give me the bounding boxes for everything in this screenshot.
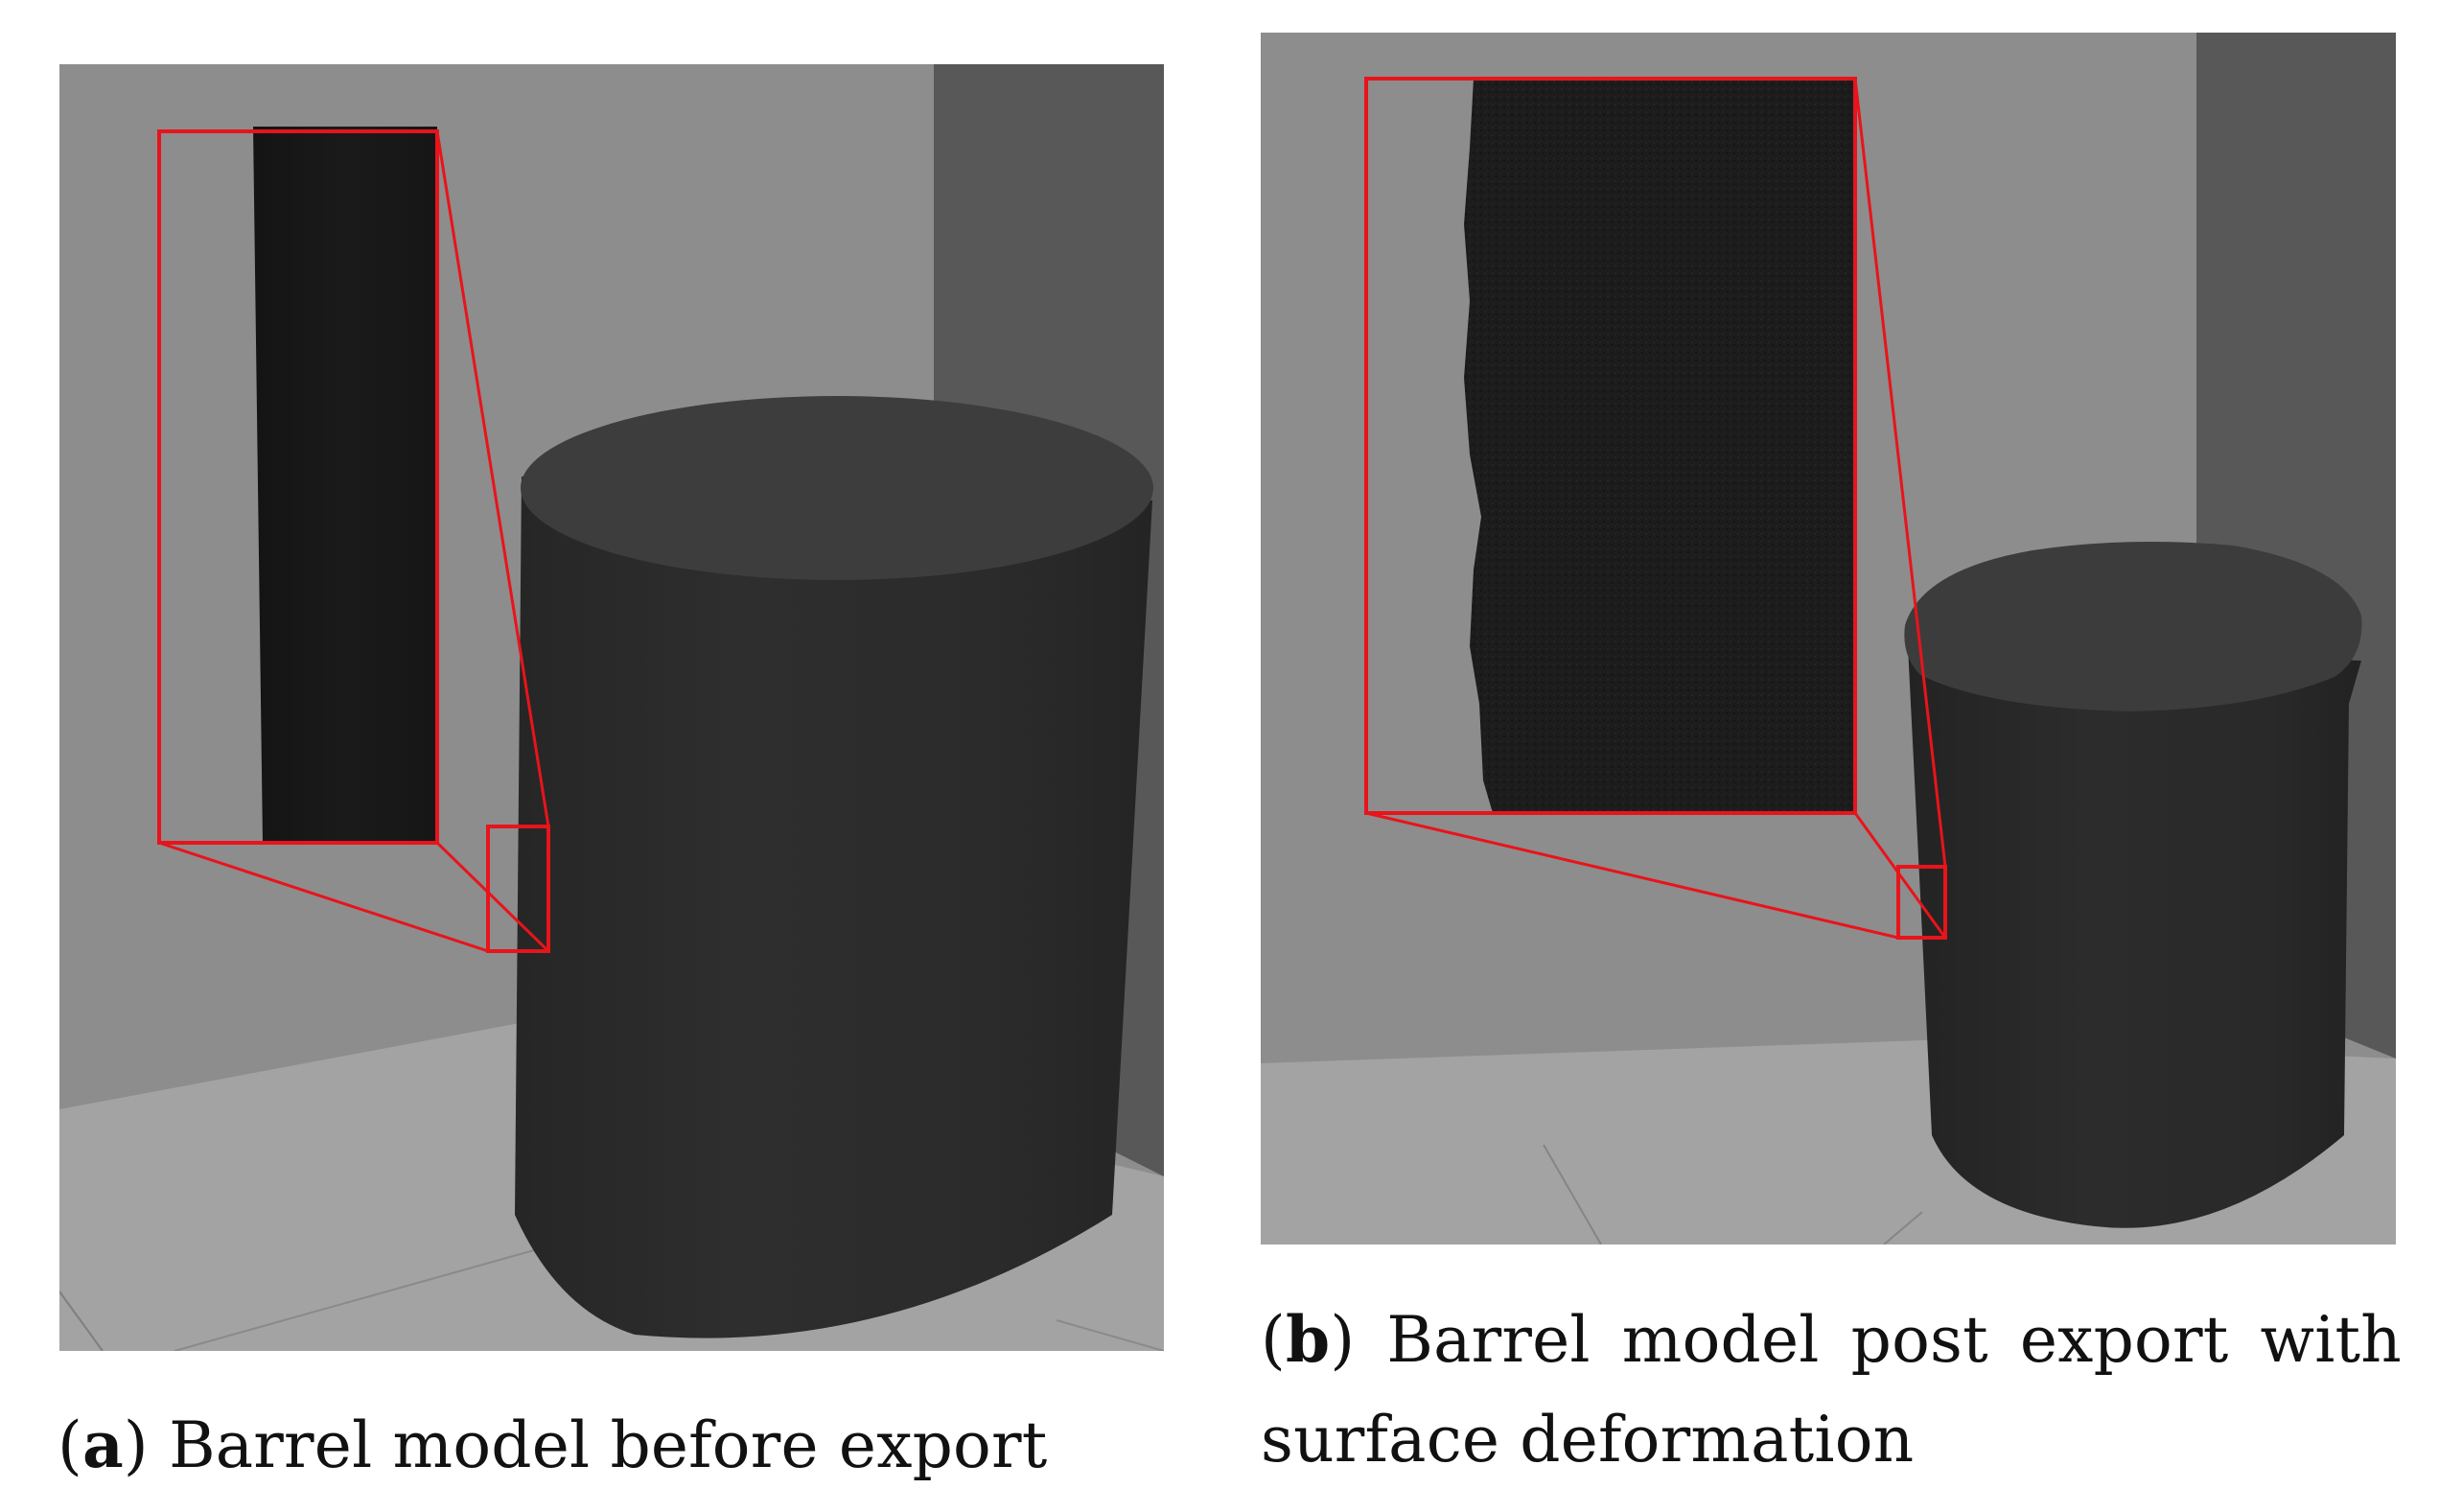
panel-b-image xyxy=(1261,33,2396,1244)
zoom-connector-line xyxy=(158,841,489,953)
barrel-post-export-render xyxy=(1261,33,2396,1244)
caption-a: (a) Barrel model before export xyxy=(58,1407,1048,1482)
source-highlight-box xyxy=(1896,865,1947,940)
floor-tile-line xyxy=(59,1291,104,1351)
floor-tile-line xyxy=(1543,1144,1602,1244)
caption-a-letter: a xyxy=(81,1407,124,1482)
floor-tile-line xyxy=(174,1243,559,1351)
caption-b-letter: b xyxy=(1285,1302,1331,1377)
caption-b-text: Barrel model post export with surface de… xyxy=(1261,1303,2402,1477)
zoom-connector-line xyxy=(1853,78,1947,868)
zoom-connector-line xyxy=(1365,811,1899,940)
zoom-connector-line xyxy=(435,841,550,953)
caption-a-text: Barrel model before export xyxy=(169,1408,1048,1482)
inset-barrel-edge xyxy=(1464,79,1855,813)
panel-a-image xyxy=(59,64,1164,1351)
caption-b: (b) Barrel model post export with surfac… xyxy=(1261,1302,2402,1477)
barrel-top xyxy=(1904,542,2362,711)
inset-barrel-edge xyxy=(253,127,437,843)
floor-tile-line xyxy=(1883,1211,1923,1244)
barrel-body xyxy=(1908,646,2361,1228)
source-highlight-box xyxy=(486,825,550,953)
inset-zoom-box xyxy=(1364,77,1857,815)
barrel-body xyxy=(515,477,1152,1338)
barrel-before-export-render xyxy=(59,64,1164,1351)
floor-tile-line xyxy=(1056,1319,1164,1351)
inset-zoom-box xyxy=(157,129,439,845)
zoom-connector-line xyxy=(435,130,550,827)
barrel-top xyxy=(521,396,1153,580)
